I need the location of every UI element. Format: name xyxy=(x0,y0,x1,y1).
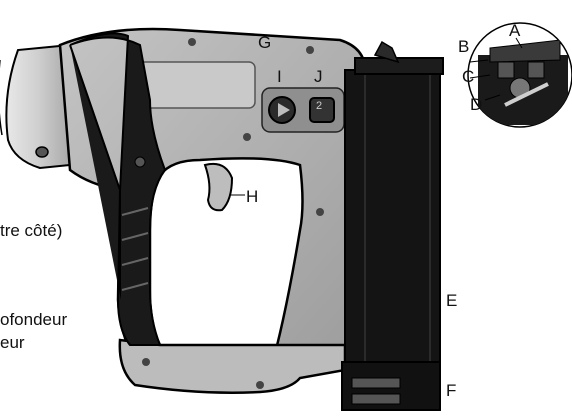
callout-b: B xyxy=(458,37,470,56)
callout-d: D xyxy=(470,95,483,114)
callout-a: A xyxy=(509,21,521,40)
caption-fragment-1: tre côté) xyxy=(0,221,63,240)
callout-f: F xyxy=(446,381,457,400)
tool-base xyxy=(118,338,347,394)
trigger xyxy=(203,162,234,212)
depth-button xyxy=(309,97,335,123)
magazine xyxy=(341,40,444,411)
callout-g: G xyxy=(258,33,272,52)
screw-icon xyxy=(142,358,150,366)
caption-fragment-3: eur xyxy=(0,333,25,352)
screw-icon xyxy=(188,38,196,46)
screw-icon xyxy=(243,133,251,141)
depth-button-label: 2 xyxy=(316,100,323,112)
callout-j: J xyxy=(314,67,323,86)
callout-e: E xyxy=(446,291,458,310)
screw-icon xyxy=(306,46,314,54)
callout-c: C xyxy=(462,67,475,86)
screw-icon xyxy=(35,146,49,158)
motor-housing xyxy=(0,43,71,170)
play-triangle-icon xyxy=(278,103,290,117)
screw-icon xyxy=(316,208,324,216)
callout-i: I xyxy=(277,67,282,86)
nose-detail-inset xyxy=(467,22,572,128)
callout-h: H xyxy=(246,187,259,206)
handle-grip xyxy=(69,32,167,346)
display-panel xyxy=(134,61,256,109)
screw-icon xyxy=(256,381,264,389)
caption-fragment-2: ofondeur xyxy=(0,310,68,329)
screw-icon xyxy=(134,156,146,168)
